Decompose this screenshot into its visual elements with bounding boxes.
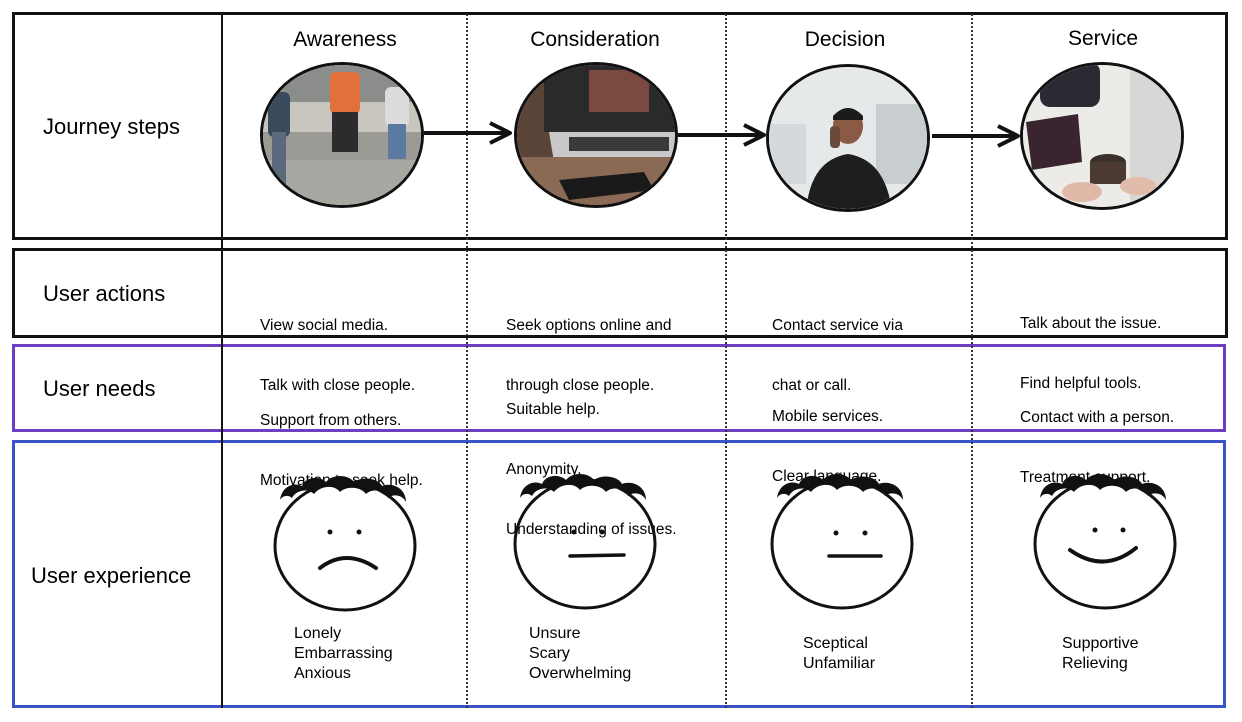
action-line: Talk with close people. bbox=[260, 377, 416, 394]
feeling-word: Overwhelming bbox=[529, 665, 632, 682]
feeling-word: Lonely bbox=[294, 625, 342, 642]
actions-decision: Contact service via chat or call. bbox=[772, 276, 903, 416]
need-line: Mobile services. bbox=[772, 408, 884, 425]
actions-awareness: View social media. Talk with close peopl… bbox=[260, 276, 415, 416]
action-line: Find helpful tools. bbox=[1020, 375, 1142, 392]
action-line: through close people. bbox=[506, 377, 655, 394]
people-sitting-photo bbox=[260, 62, 424, 208]
feeling-word: Relieving bbox=[1062, 655, 1128, 672]
stage-title-service: Service bbox=[1067, 27, 1139, 50]
action-line: chat or call. bbox=[772, 377, 852, 394]
user-actions-row bbox=[12, 248, 1228, 338]
feeling-word: Scary bbox=[529, 645, 570, 662]
arrow-icon bbox=[424, 121, 512, 145]
needs-consideration: Suitable help. Anonymity. Understanding … bbox=[506, 360, 677, 560]
user-needs-row bbox=[12, 344, 1226, 432]
arrow-icon bbox=[932, 124, 1020, 148]
row-label-user-experience: User experience bbox=[31, 563, 192, 588]
feelings-consideration: Unsure Scary Overwhelming bbox=[529, 624, 631, 684]
need-line: Anonymity. bbox=[506, 461, 582, 478]
action-line: View social media. bbox=[260, 317, 389, 334]
feeling-word: Unsure bbox=[529, 625, 581, 642]
need-line: Support from others. bbox=[260, 412, 402, 429]
stage-title-decision: Decision bbox=[804, 28, 886, 51]
neutral-face-icon bbox=[513, 474, 657, 610]
neutral-face-icon bbox=[770, 474, 914, 610]
arrow-icon bbox=[678, 123, 766, 147]
feeling-word: Sceptical bbox=[803, 635, 868, 652]
user-experience-row bbox=[12, 440, 1226, 708]
conversation-coffee-photo bbox=[1020, 62, 1184, 210]
feeling-word: Anxious bbox=[294, 665, 351, 682]
action-line: Seek options online and bbox=[506, 317, 672, 334]
need-line: Contact with a person. bbox=[1020, 409, 1175, 426]
feelings-awareness: Lonely Embarrassing Anxious bbox=[294, 624, 393, 684]
row-label-journey-steps: Journey steps bbox=[43, 114, 180, 139]
row-label-user-needs: User needs bbox=[43, 376, 156, 401]
feeling-word: Supportive bbox=[1062, 635, 1139, 652]
laptop-phone-photo bbox=[514, 62, 678, 208]
happy-face-icon bbox=[1033, 474, 1177, 610]
feelings-service: Supportive Relieving bbox=[1062, 634, 1139, 674]
need-line: Understanding of issues. bbox=[506, 521, 677, 538]
action-line: Contact service via bbox=[772, 317, 903, 334]
sad-face-icon bbox=[273, 476, 417, 612]
label-column-divider bbox=[221, 12, 223, 708]
stage-divider-3 bbox=[971, 14, 973, 708]
actions-consideration: Seek options online and through close pe… bbox=[506, 276, 671, 416]
action-line: Talk about the issue. bbox=[1020, 315, 1162, 332]
row-label-user-actions: User actions bbox=[43, 281, 166, 306]
feeling-word: Unfamiliar bbox=[803, 655, 876, 672]
feeling-word: Embarrassing bbox=[294, 645, 393, 662]
need-line: Suitable help. bbox=[506, 401, 600, 418]
feelings-decision: Sceptical Unfamiliar bbox=[803, 634, 875, 674]
journey-steps-row bbox=[12, 12, 1228, 240]
man-on-phone-photo bbox=[766, 64, 930, 212]
stage-divider-2 bbox=[725, 14, 727, 708]
actions-service: Talk about the issue. Find helpful tools… bbox=[1020, 274, 1161, 414]
stage-title-awareness: Awareness bbox=[293, 28, 397, 51]
stage-title-consideration: Consideration bbox=[530, 28, 660, 51]
stage-divider-1 bbox=[466, 14, 468, 708]
